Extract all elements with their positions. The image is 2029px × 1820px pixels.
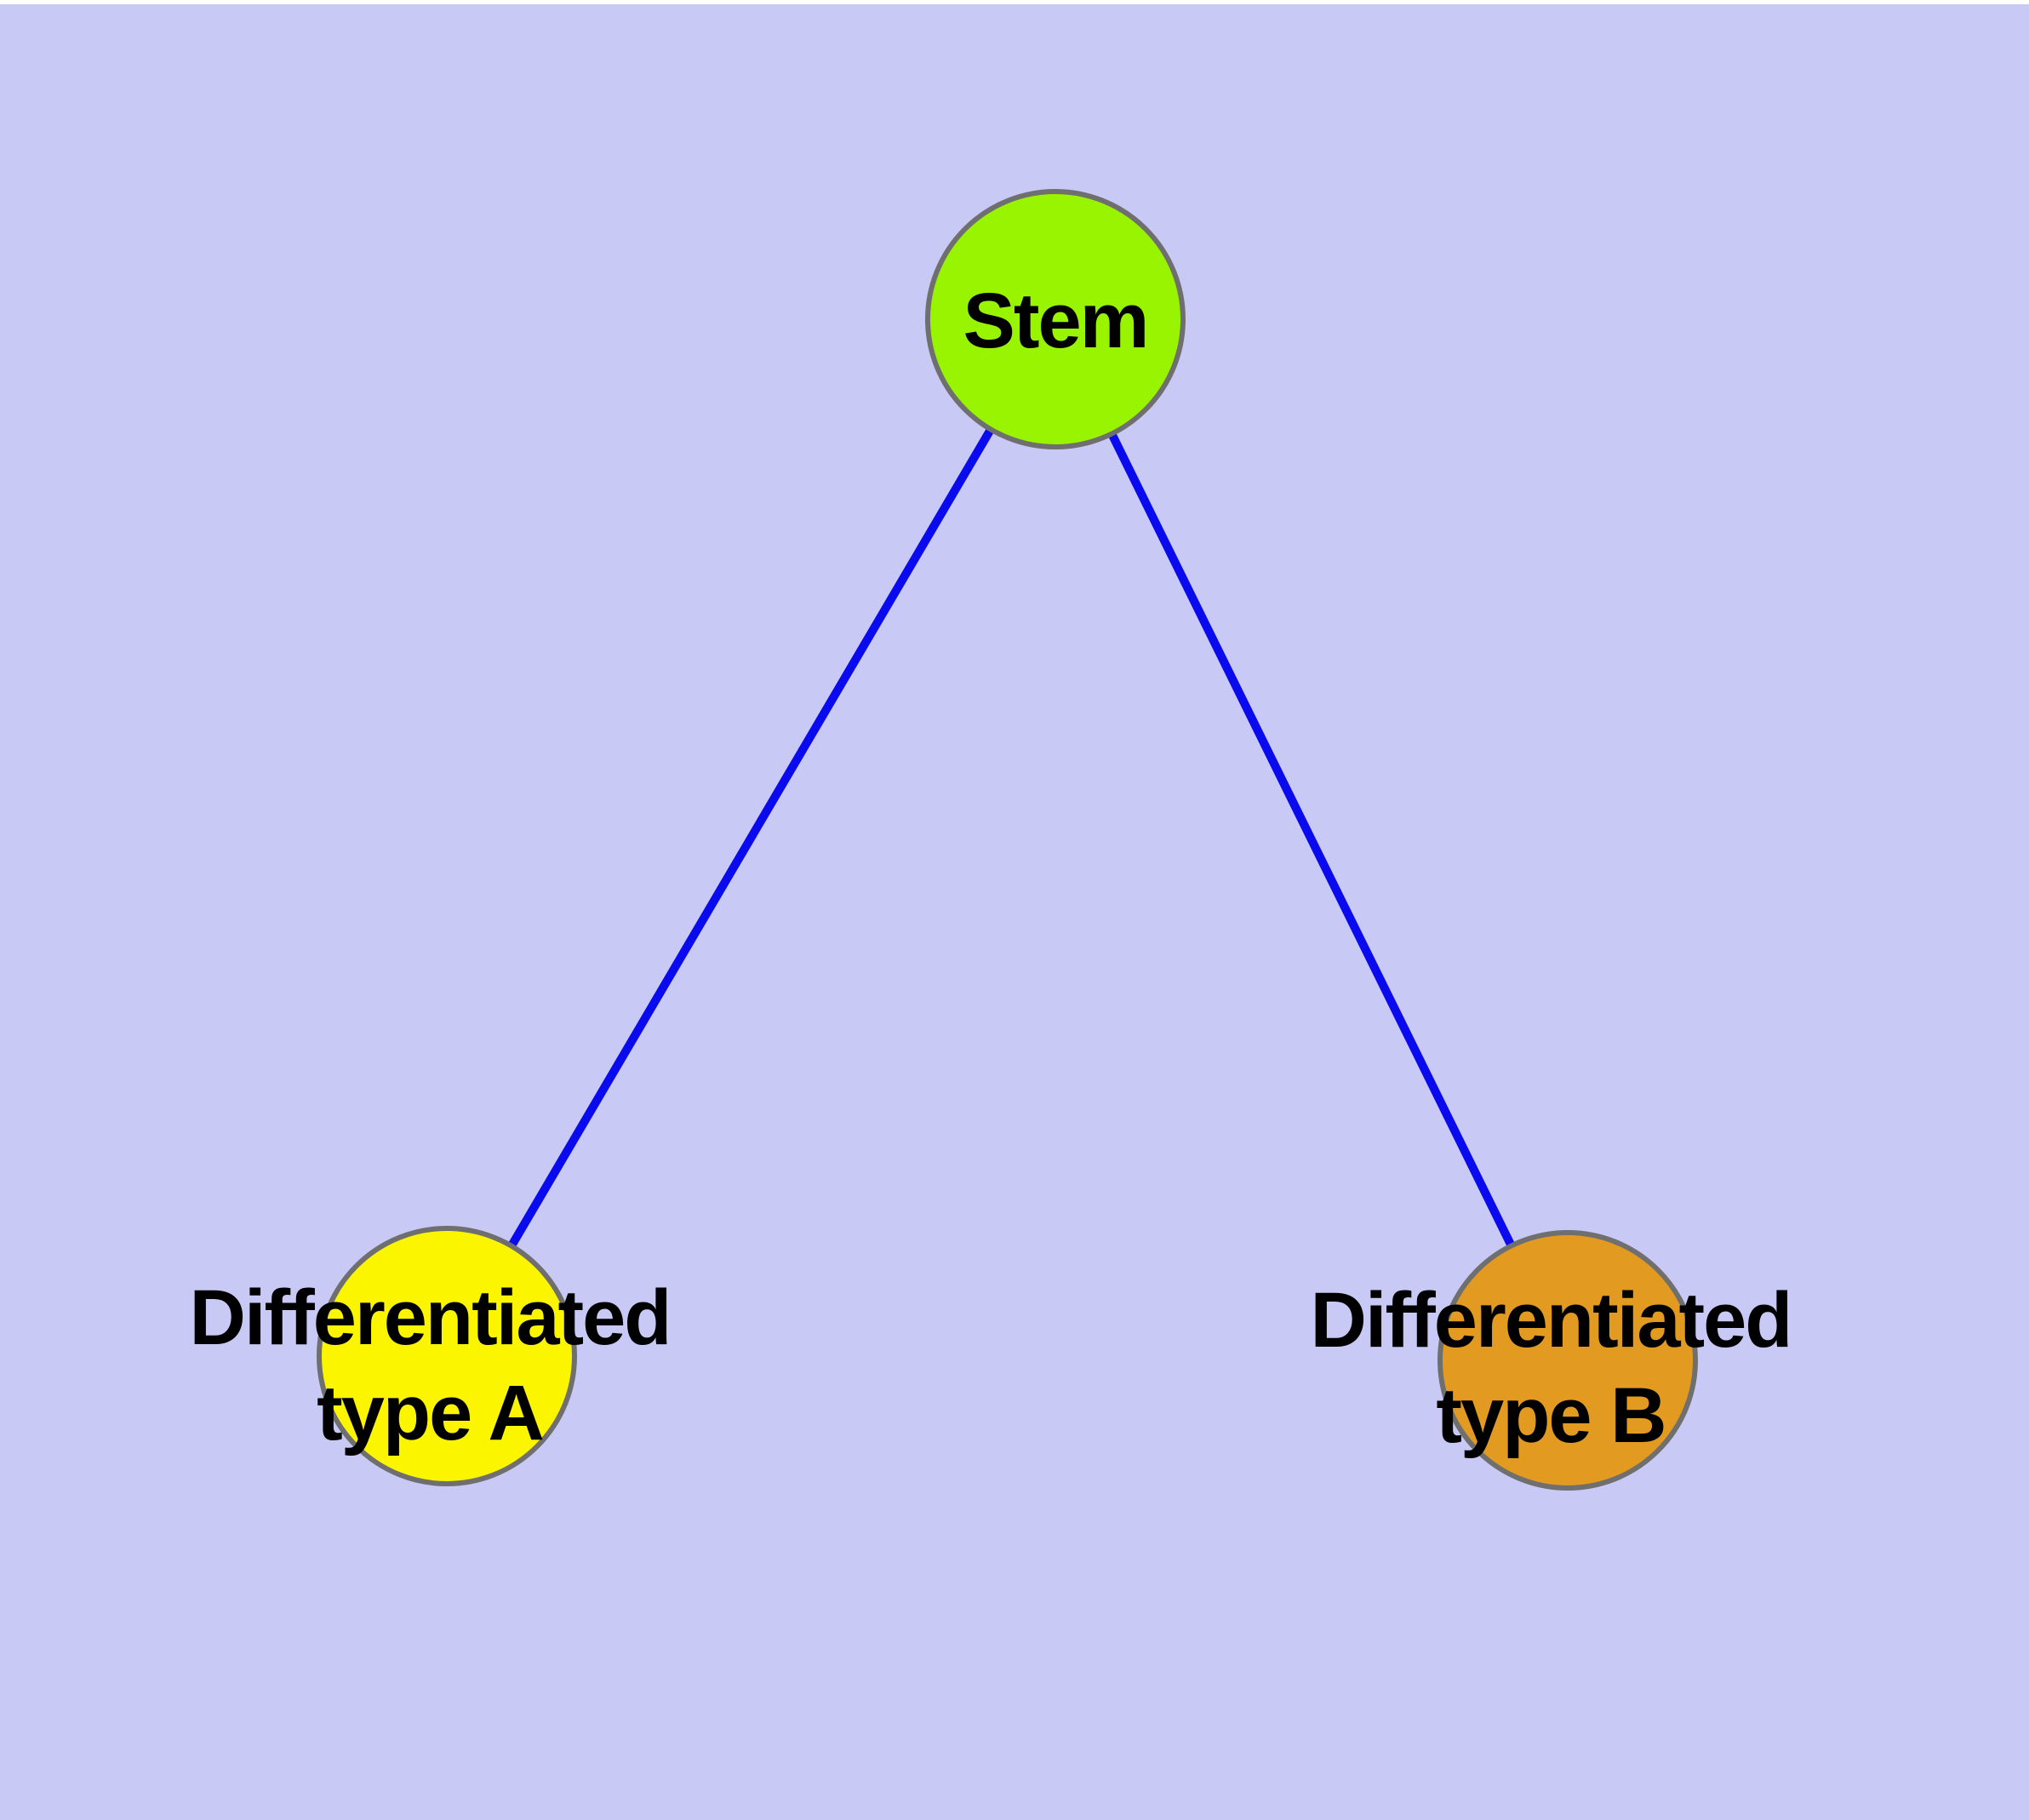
edge-stem-to-type-b [1051, 317, 1572, 1363]
stem-node [925, 189, 1186, 449]
differentiated-type-b-label-line1: Differentiated [1311, 1277, 1792, 1364]
differentiated-type-a-label-line2: type A [317, 1370, 543, 1457]
differentiated-type-b-label-line2: type B [1436, 1372, 1665, 1459]
edge-stem-to-type-a [443, 317, 1060, 1359]
differentiated-type-a-node [317, 1226, 577, 1486]
differentiated-type-a-label-line1: Differentiated [190, 1274, 671, 1361]
differentiated-type-b-node [1437, 1230, 1698, 1491]
stem-node-label: Stem [963, 278, 1148, 364]
